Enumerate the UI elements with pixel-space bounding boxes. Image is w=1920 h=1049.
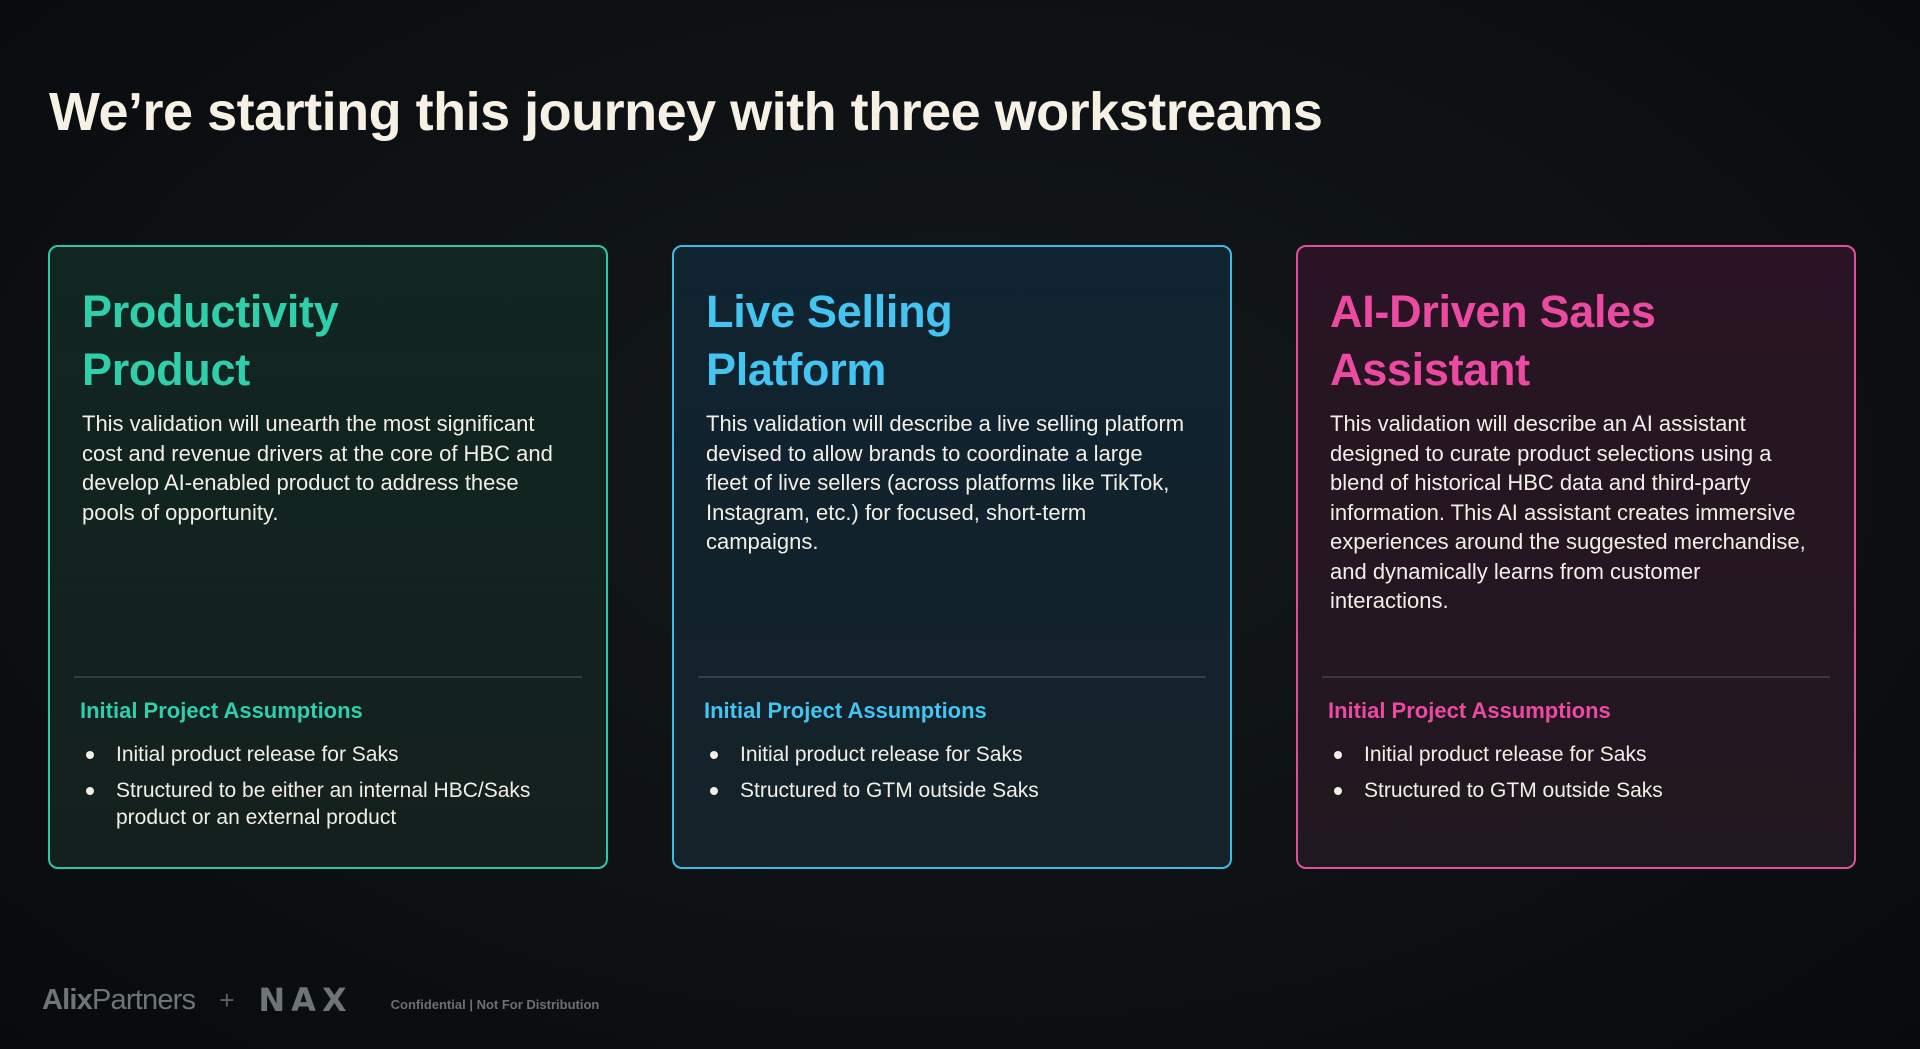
card-title: AI-Driven Sales Assistant [1330, 286, 1656, 395]
card-productivity-product: Productivity Product This validation wil… [48, 245, 608, 869]
logo-alix-rest: Partners [92, 983, 196, 1016]
assumption-text: Structured to GTM outside Saks [1364, 779, 1663, 802]
card-description: This validation will unearth the most si… [82, 411, 553, 525]
plus-icon: + [219, 984, 235, 1015]
assumption-text: Structured to GTM outside Saks [740, 779, 1039, 802]
card-live-selling-platform: Live Selling Platform This validation wi… [672, 245, 1232, 869]
card-description: This validation will describe a live sel… [706, 411, 1185, 554]
assumption-list: Initial product release for Saks Structu… [704, 741, 1194, 813]
assumption-item: Initial product release for Saks [704, 741, 1194, 768]
bullet-icon [710, 751, 718, 759]
slide-title: We’re starting this journey with three w… [49, 82, 1323, 142]
bullet-icon [86, 787, 94, 795]
assumptions-heading: Initial Project Assumptions [1328, 698, 1611, 723]
logo-alix-bold: Alix [42, 983, 93, 1016]
assumption-item: Structured to be either an internal HBC/… [80, 777, 570, 831]
assumption-text: Structured to be either an internal HBC/… [116, 779, 531, 829]
confidential-notice: Confidential | Not For Distribution [390, 996, 600, 1012]
assumption-list: Initial product release for Saks Structu… [1328, 741, 1818, 813]
bullet-icon [1334, 751, 1342, 759]
nax-logo: NAX [258, 981, 353, 1019]
bullet-icon [86, 751, 94, 759]
assumptions-heading: Initial Project Assumptions [80, 698, 363, 723]
alixpartners-logo: AlixPartners [42, 983, 196, 1017]
assumption-item: Structured to GTM outside Saks [704, 777, 1194, 804]
card-title: Live Selling Platform [706, 286, 953, 395]
card-description: This validation will describe an AI assi… [1330, 411, 1806, 613]
assumption-list: Initial product release for Saks Structu… [80, 741, 570, 840]
card-divider [74, 676, 582, 678]
footer: AlixPartners + NAX Confidential | Not Fo… [42, 980, 599, 1020]
assumption-item: Structured to GTM outside Saks [1328, 777, 1818, 804]
card-divider [698, 676, 1206, 678]
bullet-icon [710, 787, 718, 795]
assumption-text: Initial product release for Saks [740, 743, 1023, 766]
card-ai-driven-sales-assistant: AI-Driven Sales Assistant This validatio… [1296, 245, 1856, 869]
bullet-icon [1334, 787, 1342, 795]
assumptions-heading: Initial Project Assumptions [704, 698, 987, 723]
assumption-text: Initial product release for Saks [116, 743, 399, 766]
card-title: Productivity Product [82, 286, 339, 395]
assumption-text: Initial product release for Saks [1364, 743, 1647, 766]
assumption-item: Initial product release for Saks [80, 741, 570, 768]
card-divider [1322, 676, 1830, 678]
assumption-item: Initial product release for Saks [1328, 741, 1818, 768]
